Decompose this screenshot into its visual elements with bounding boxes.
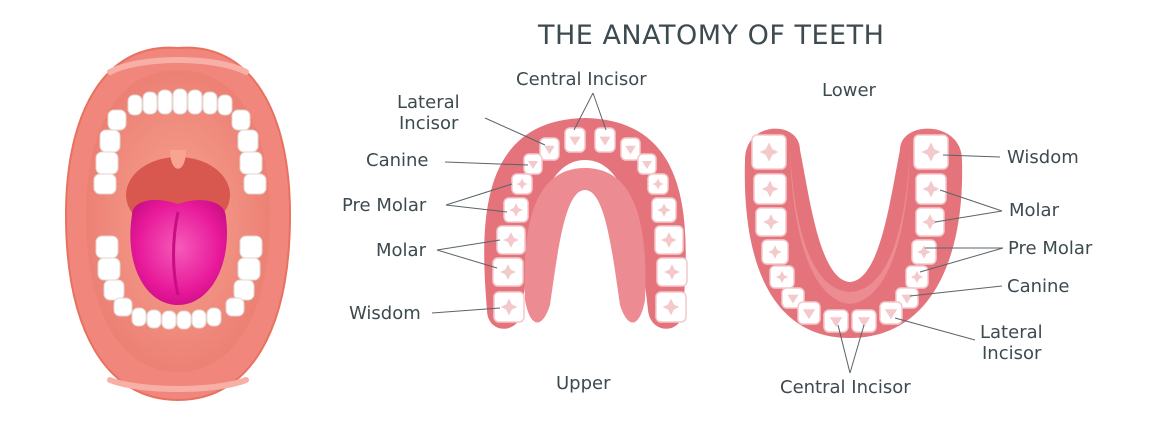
upper-molar-1-left-crown	[503, 232, 519, 248]
lower-wisdom-left-crown	[759, 142, 779, 162]
lower-wisdom-label: Wisdom	[1007, 147, 1079, 168]
upper-pre-molar-2-left-crown	[509, 203, 523, 217]
upper-canine-label: Canine	[366, 150, 429, 171]
upper-pre-molar-label: Pre Molar	[342, 195, 427, 216]
lower-pre-molar-2-right-crown	[910, 270, 924, 284]
lower-central-incisor-right-crown	[857, 317, 871, 328]
lower-canine-label: Canine	[1007, 276, 1070, 297]
upper-jaw	[484, 118, 688, 329]
lower-lateral-incisor-label-line2: Incisor	[982, 343, 1042, 364]
lower-pre-molar-1-right-crown	[917, 245, 931, 259]
lower-lateral-incisor-left-crown	[802, 309, 816, 320]
upper-lateral-incisor-label-line2: Incisor	[399, 113, 459, 134]
upper-central-incisor-right-crown	[599, 136, 611, 146]
lower-jaw	[744, 128, 963, 338]
lower-pre-molar-1-left-crown	[768, 245, 782, 259]
upper-lateral-incisor-right-crown	[625, 145, 636, 155]
upper-caption: Upper	[556, 373, 611, 394]
lower-molar-1-right-crown	[922, 180, 940, 198]
upper-canine-left-crown	[527, 160, 539, 170]
upper-central-incisor-label: Central Incisor	[516, 69, 647, 90]
lower-molar-1-left-crown	[761, 180, 779, 198]
mouth-lower-teeth	[95, 235, 263, 330]
upper-wisdom-right-crown	[662, 298, 680, 316]
upper-central-incisor-left-crown	[569, 136, 581, 146]
diagram-title: THE ANATOMY OF TEETH	[538, 20, 885, 51]
upper-canine-right-crown	[641, 160, 653, 170]
lower-lateral-incisor-right-crown	[884, 309, 898, 320]
lower-pre-molar-label: Pre Molar	[1008, 238, 1093, 259]
upper-lateral-incisor-left-crown	[544, 145, 555, 155]
lower-wisdom-right-crown	[921, 142, 941, 162]
lower-molar-2-right-crown	[922, 214, 938, 230]
upper-molar-label: Molar	[376, 240, 426, 261]
lower-canine-left-crown	[787, 294, 799, 304]
lower-canine-right-crown	[901, 294, 913, 304]
tongue	[130, 199, 227, 305]
lower-lateral-incisor-label-line1: Lateral	[980, 322, 1043, 343]
lower-central-incisor-left-crown	[829, 317, 843, 328]
lower-molar-label: Molar	[1009, 200, 1059, 221]
uvula	[170, 150, 186, 169]
lower-molar-2-left-crown	[763, 214, 779, 230]
mouth-upper-teeth	[93, 88, 267, 195]
upper-pre-molar-1-left-crown	[516, 178, 528, 190]
lower-central-incisor-label: Central Incisor	[780, 377, 911, 398]
upper-pre-molar-1-right-crown	[652, 178, 664, 190]
upper-palate	[524, 168, 646, 323]
upper-wisdom-left-crown	[500, 298, 518, 316]
lower-pre-molar-2-left-crown	[775, 270, 789, 284]
upper-molar-1-right-crown	[661, 232, 677, 248]
open-mouth-illustration	[64, 46, 292, 402]
leader-lines	[431, 92, 1004, 374]
upper-pre-molar-2-right-crown	[657, 203, 671, 217]
upper-teeth	[492, 127, 688, 323]
upper-molar-2-left-crown	[500, 264, 516, 280]
upper-molar-2-right-crown	[664, 264, 680, 280]
lower-caption: Lower	[822, 80, 876, 101]
upper-lateral-incisor-label-line1: Lateral	[397, 92, 460, 113]
lower-teeth	[751, 134, 949, 333]
upper-wisdom-label: Wisdom	[349, 303, 421, 324]
